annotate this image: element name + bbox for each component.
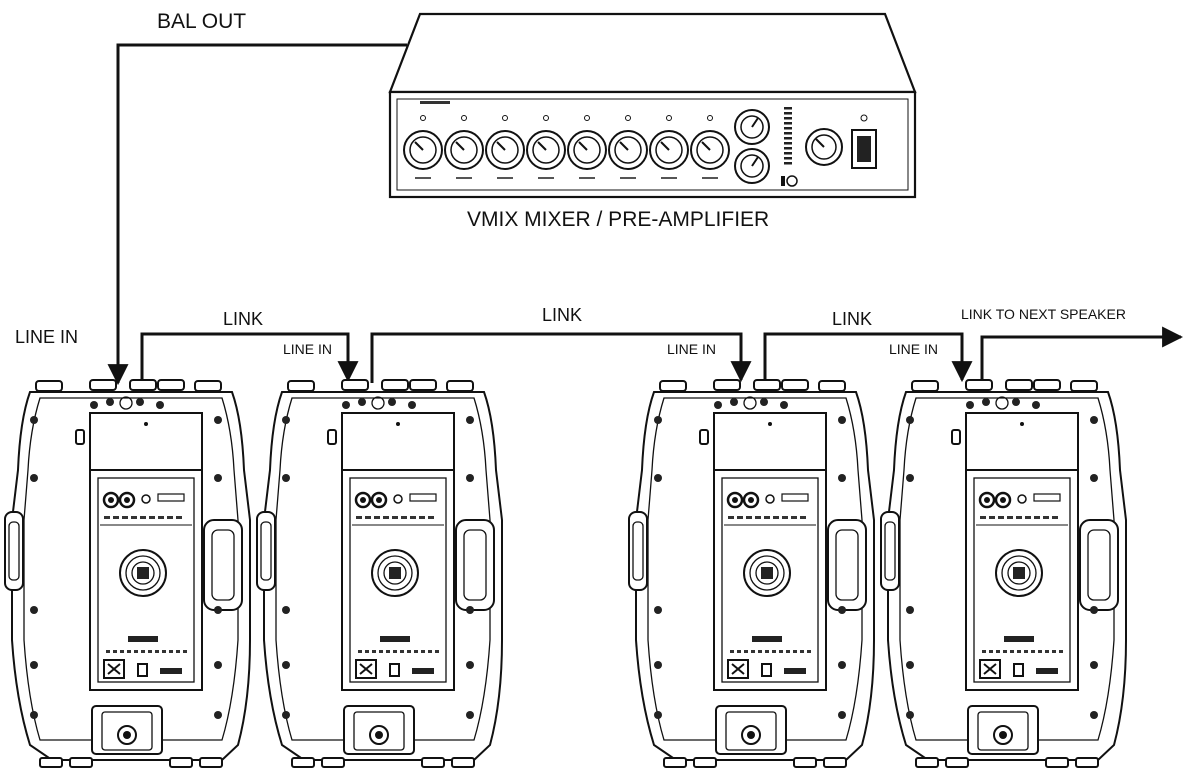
link-cable-1 — [140, 332, 359, 383]
channel-knob — [444, 115, 484, 179]
speaker-4 — [880, 379, 1127, 768]
mixer-caption: VMIX MIXER / PRE-AMPLIFIER — [467, 208, 770, 231]
volume-knob — [805, 128, 843, 166]
master-knob-top — [734, 109, 770, 145]
bal-out-label: BAL OUT — [157, 10, 247, 33]
channel-knob — [567, 115, 607, 179]
link-to-next-cable — [980, 326, 1184, 383]
line-in-label-1: LINE IN — [15, 327, 79, 347]
mixer-top-face — [388, 12, 917, 94]
channel-knob — [649, 115, 689, 179]
power-switch — [851, 114, 877, 169]
speaker-1 — [4, 379, 251, 768]
cables — [107, 43, 1184, 386]
master-knob-bottom — [734, 148, 770, 184]
link-label-2: LINK — [542, 305, 583, 325]
channel-knob — [485, 115, 525, 179]
mixer-unit — [388, 12, 917, 199]
channel-knob — [526, 115, 566, 179]
link-label-1: LINK — [223, 309, 264, 329]
link-cable-3 — [763, 332, 973, 383]
level-meter — [784, 107, 792, 165]
line-in-label-4: LINE IN — [889, 341, 939, 357]
speaker-3 — [628, 379, 875, 768]
line-in-label-3: LINE IN — [667, 341, 717, 357]
line-in-label-2: LINE IN — [283, 341, 333, 357]
headphone-jack — [781, 175, 798, 187]
channel-knob — [608, 115, 648, 179]
link-cable-2 — [370, 332, 752, 383]
link-to-next-label: LINK TO NEXT SPEAKER — [961, 306, 1126, 322]
channel-knob — [403, 115, 443, 179]
channel-knob — [690, 115, 730, 179]
speaker-2 — [256, 379, 503, 768]
link-label-3: LINK — [832, 309, 873, 329]
bal-out-cable — [107, 43, 407, 386]
